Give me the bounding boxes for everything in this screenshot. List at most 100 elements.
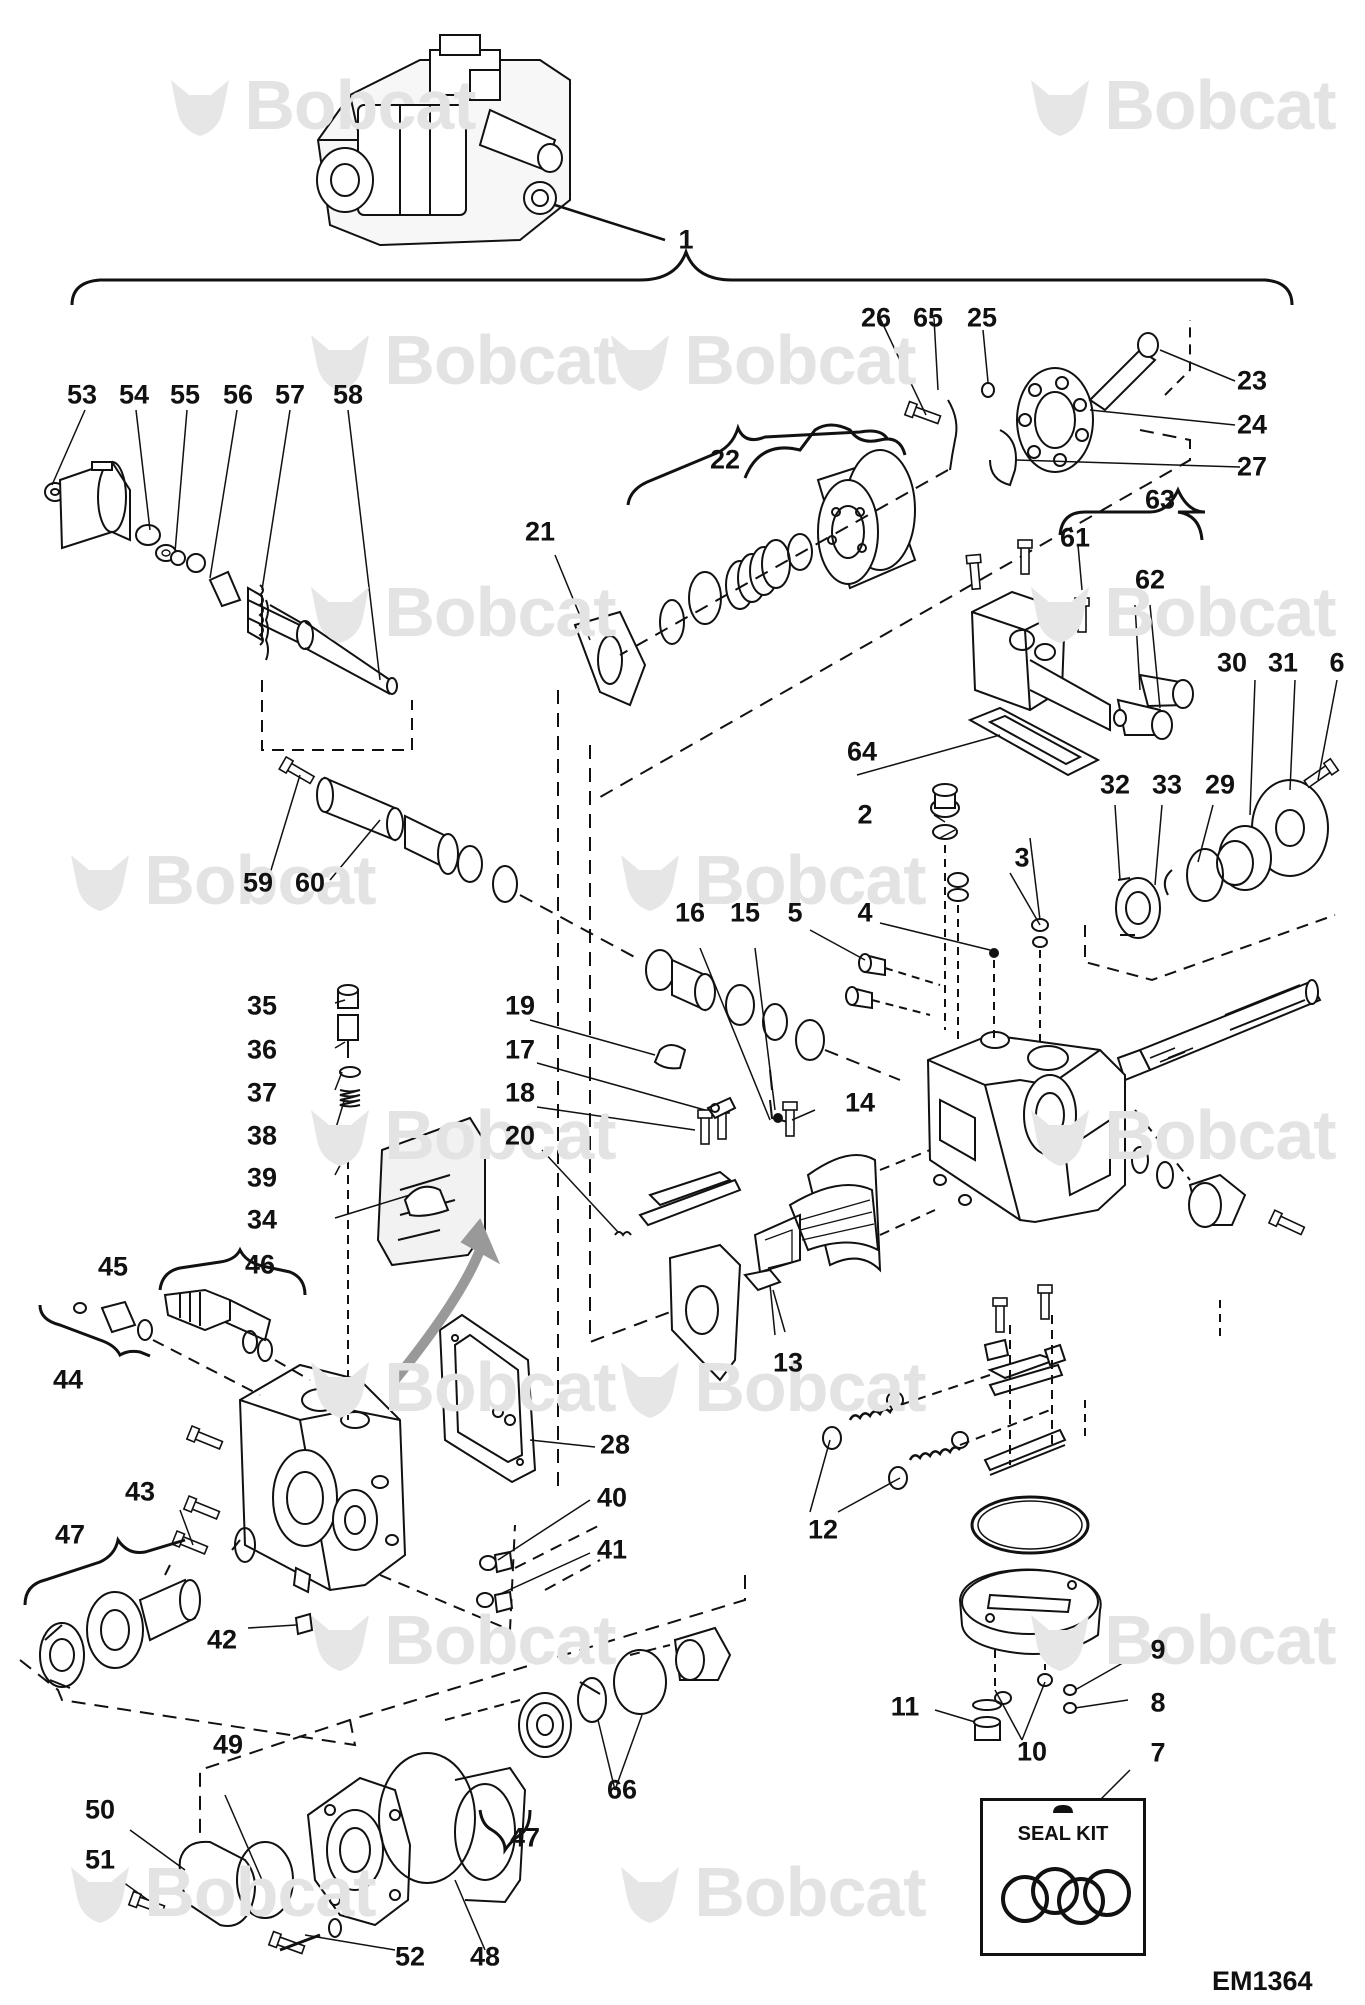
callout-44: 44 <box>52 1364 84 1395</box>
callout-58: 58 <box>332 379 364 410</box>
callout-57: 57 <box>274 379 306 410</box>
callout-36: 36 <box>246 1034 278 1065</box>
bobcat-watermark: Bobcat <box>384 573 616 651</box>
valve-44-46 <box>73 1288 273 1362</box>
charge-pump-parts <box>39 1527 256 1689</box>
callout-47a: 47 <box>54 1519 86 1550</box>
pump-assembly-illustration <box>316 34 666 247</box>
callout-1: 1 <box>678 224 694 255</box>
callout-28: 28 <box>599 1429 631 1460</box>
bobcat-watermark: Bobcat <box>384 1601 616 1679</box>
servo-piston-parts <box>983 1284 1067 1476</box>
callout-52: 52 <box>394 1941 426 1972</box>
callout-48: 48 <box>469 1941 501 1972</box>
bobcat-logo-icon <box>311 1362 369 1418</box>
callout-19: 19 <box>504 990 536 1021</box>
callout-54: 54 <box>118 379 150 410</box>
callout-37: 37 <box>246 1077 278 1108</box>
callout-2: 2 <box>857 799 873 830</box>
callout-46: 46 <box>244 1249 276 1280</box>
callout-32: 32 <box>1099 769 1131 800</box>
callout-42: 42 <box>206 1624 238 1655</box>
callout-60: 60 <box>294 867 326 898</box>
callout-21: 21 <box>524 516 556 547</box>
callout-4: 4 <box>857 897 873 928</box>
callout-8: 8 <box>1150 1687 1166 1718</box>
bobcat-watermark: Bobcat <box>1104 1096 1336 1174</box>
bobcat-logo-icon <box>311 1110 369 1166</box>
callout-11: 11 <box>890 1691 920 1722</box>
bobcat-logo-icon <box>171 80 229 136</box>
callout-10: 10 <box>1016 1736 1048 1767</box>
callout-17: 17 <box>504 1034 536 1065</box>
callout-25: 25 <box>966 302 998 333</box>
bobcat-logo-icon <box>1031 1110 1089 1166</box>
drawing-code: EM1364 <box>1212 1966 1313 1996</box>
bobcat-logo-icon <box>621 1867 679 1923</box>
rear-housing <box>170 1363 407 1594</box>
callout-18: 18 <box>504 1077 536 1108</box>
callout-51: 51 <box>84 1844 116 1875</box>
callout-3: 3 <box>1014 842 1030 873</box>
callout-56: 56 <box>222 379 254 410</box>
callout-30: 30 <box>1216 647 1248 678</box>
seal-kit-icon <box>1001 1805 1131 1925</box>
bobcat-logo-icon <box>621 1362 679 1418</box>
bobcat-logo-icon <box>311 335 369 391</box>
callout-55: 55 <box>169 379 201 410</box>
valve-group-53-58 <box>44 460 398 695</box>
bobcat-watermark: Bobcat <box>694 841 926 919</box>
callout-34: 34 <box>246 1204 278 1235</box>
callout-39: 39 <box>246 1162 278 1193</box>
bobcat-logo-icon <box>1031 587 1089 643</box>
callout-26: 26 <box>860 302 892 333</box>
callout-62: 62 <box>1134 564 1166 595</box>
callout-22: 22 <box>709 444 741 475</box>
bobcat-logo-icon <box>311 587 369 643</box>
bobcat-watermark: Bobcat <box>1104 1601 1336 1679</box>
bobcat-logo-icon <box>71 1867 129 1923</box>
callout-13: 13 <box>772 1347 804 1378</box>
bobcat-logo-icon <box>1031 80 1089 136</box>
callout-6: 6 <box>1329 647 1345 678</box>
bobcat-watermark: Bobcat <box>1104 573 1336 651</box>
shaft-seal-parts <box>1115 757 1340 939</box>
spool-59-60 <box>278 755 518 903</box>
callout-14: 14 <box>844 1087 876 1118</box>
bobcat-watermark: Bobcat <box>684 321 916 399</box>
bobcat-watermark: Bobcat <box>1104 66 1336 144</box>
swashplate-13 <box>753 1154 882 1274</box>
callout-64: 64 <box>846 736 878 767</box>
callout-29: 29 <box>1204 769 1236 800</box>
cylinder-group-22 <box>659 449 917 645</box>
callout-15: 15 <box>729 897 761 928</box>
callout-27: 27 <box>1236 451 1268 482</box>
callout-12: 12 <box>807 1514 839 1545</box>
servo-plate <box>668 1243 782 1382</box>
seal-rings-center <box>645 949 825 1061</box>
bobcat-logo-icon <box>71 855 129 911</box>
callout-20: 20 <box>504 1120 536 1151</box>
bobcat-watermark: Bobcat <box>384 1348 616 1426</box>
callout-35: 35 <box>246 990 278 1021</box>
leader-lines <box>51 317 1338 1951</box>
callout-16: 16 <box>674 897 706 928</box>
callout-45: 45 <box>97 1251 129 1282</box>
gasket-28 <box>438 1313 537 1484</box>
callout-23: 23 <box>1236 365 1268 396</box>
callout-61: 61 <box>1059 522 1091 553</box>
callout-43: 43 <box>124 1476 156 1507</box>
seal-kit-label: SEAL KIT <box>1017 1823 1109 1845</box>
callout-47b: 47 <box>509 1822 541 1853</box>
cover-plate-50 <box>127 1840 342 1958</box>
gerotor-66 <box>518 1626 732 1758</box>
bobcat-watermark: Bobcat <box>694 1348 926 1426</box>
bobcat-logo-icon <box>1031 1615 1089 1671</box>
bobcat-watermark: Bobcat <box>384 1096 616 1174</box>
callout-65: 65 <box>912 302 944 333</box>
bobcat-watermark: Bobcat <box>144 841 376 919</box>
callout-31: 31 <box>1267 647 1299 678</box>
bobcat-logo-icon <box>611 335 669 391</box>
